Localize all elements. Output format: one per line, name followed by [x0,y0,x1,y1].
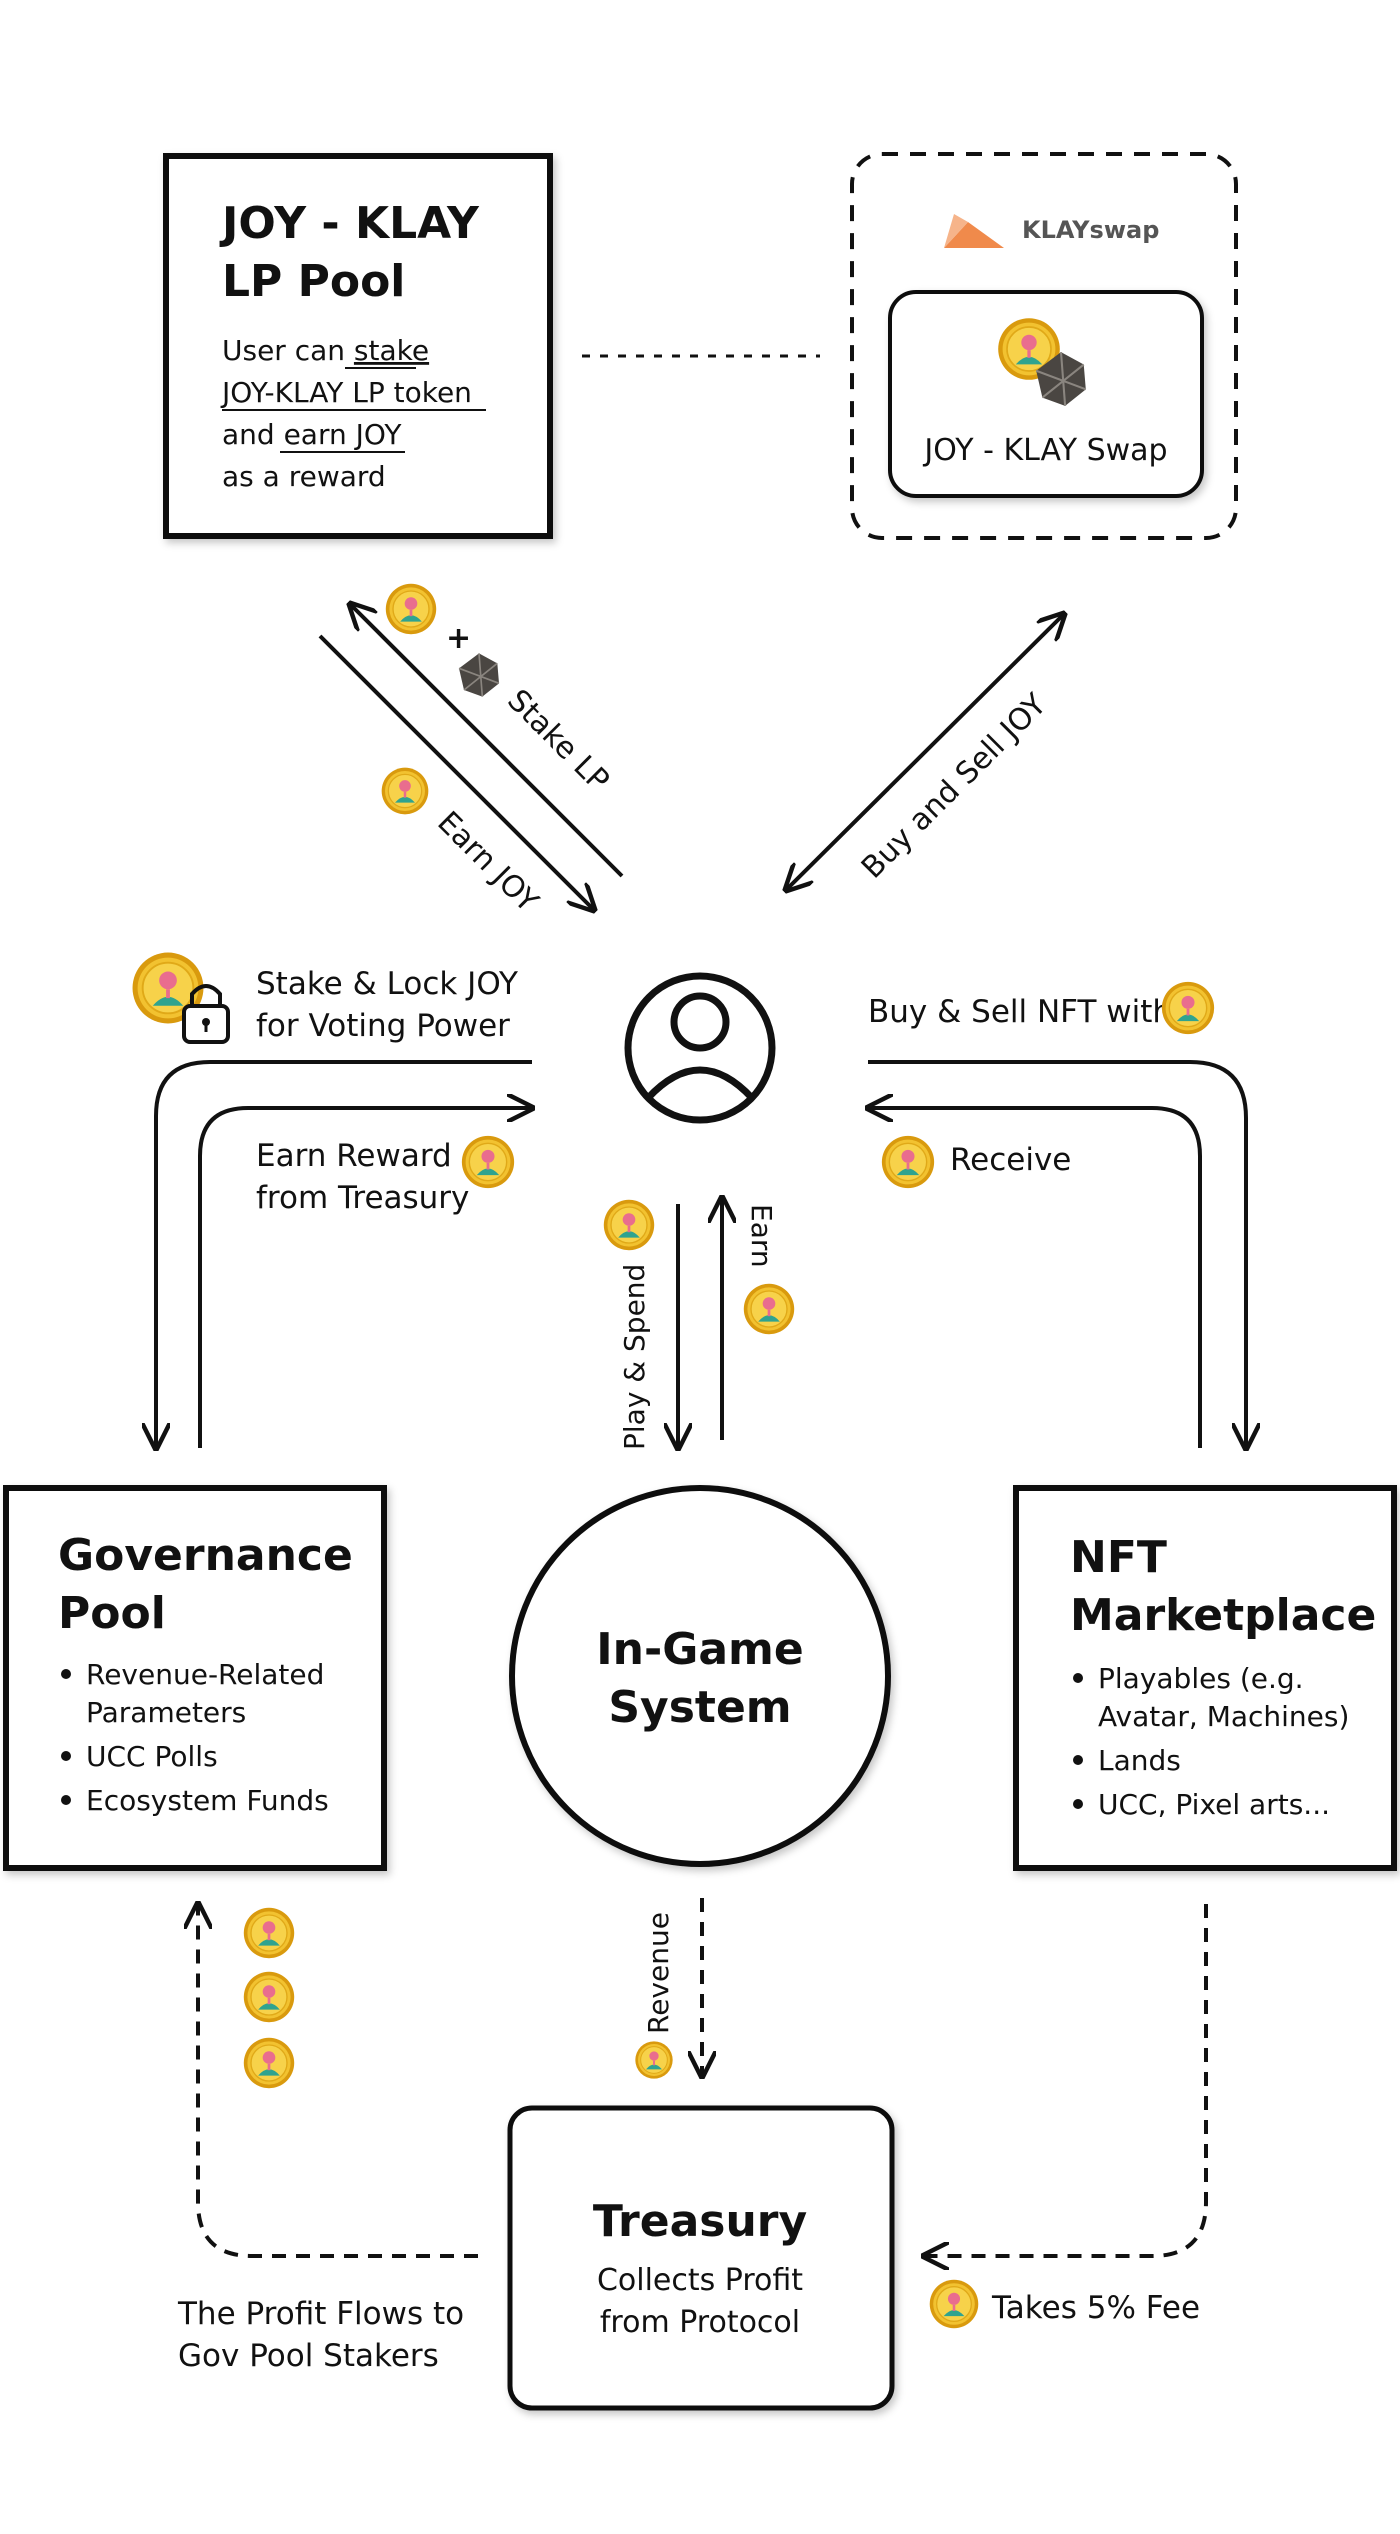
earn-joy-edge: Earn JOY [318,634,594,920]
stake-lock-edge: Stake & Lock JOY for Voting Power [130,950,532,1448]
nft-marketplace-box: NFT Marketplace Playables (e.g. Avatar, … [1013,1485,1397,1871]
governance-pool-box: Governance Pool Revenue-Related Paramete… [3,1485,387,1871]
in-game-system-node: In-Game System [509,1485,891,1867]
earn-joy-label: Earn JOY [430,805,545,920]
plus-sign: + [446,621,471,656]
play-spend-edge: Play & Spend [602,1198,678,1450]
joy-coin-icon [602,1198,656,1252]
stake-lock-label-line2: for Voting Power [256,1008,510,1044]
profit-flows-edge: The Profit Flows to Gov Pool Stakers [177,1904,478,2374]
takes-fee-label: Takes 5% Fee [991,2290,1200,2326]
joy-coin-icon [242,1906,296,1960]
treasury-title: Treasury [593,2196,807,2247]
nft-title-line1: NFT [1070,1532,1167,1583]
klayswap-logo-icon [944,214,1004,248]
earn-edge: Earn [722,1198,796,1440]
governance-bullet-continued: Parameters [86,1696,246,1729]
nft-bullet: UCC, Pixel arts... [1098,1788,1330,1821]
lp-pool-stake-link: stake [354,334,429,367]
stake-lp-edge: + Stake LP [350,582,624,878]
user-icon [624,972,776,1124]
lp-pool-earn-link: earn JOY [284,418,403,451]
joy-coin-icon [242,2036,296,2090]
lp-pool-box: JOY - KLAY LP Pool User can stake JOY-KL… [163,153,553,539]
stake-lp-label: Stake LP [500,683,615,798]
governance-bullet: Ecosystem Funds [86,1784,329,1817]
buy-sell-nft-edge: Buy & Sell NFT with [868,980,1246,1448]
earn-reward-label-line2: from Treasury [256,1180,469,1216]
profit-flows-label-line1: The Profit Flows to [177,2296,464,2332]
takes-fee-edge: Takes 5% Fee [924,1904,1208,2330]
lp-pool-desc-line4: as a reward [222,460,386,493]
lp-pool-desc-line3: and earn JOY [222,418,402,451]
joy-coin-icon [742,1282,796,1336]
klayswap-box: KLAYswap JOY - KLAY Swap [850,152,1238,540]
stake-lock-label-line1: Stake & Lock JOY [256,966,518,1002]
joy-klay-swap-label: JOY - KLAY Swap [922,433,1167,468]
joy-coin-icon [460,1134,516,1190]
joy-coin-icon [880,1134,936,1190]
earn-reward-label-line1: Earn Reward [256,1138,452,1174]
earn-reward-edge: Earn Reward from Treasury [198,1108,532,1448]
in-game-title-line2: System [608,1682,791,1733]
play-spend-label: Play & Spend [618,1264,651,1450]
klayswap-brand-label: KLAYswap [1022,216,1159,244]
receive-edge: Receive [868,1108,1202,1448]
in-game-title-line1: In-Game [596,1624,803,1675]
nft-bullet: Playables (e.g. [1098,1662,1304,1695]
treasury-desc-line1: Collects Profit [597,2263,803,2298]
buy-sell-joy-label: Buy and Sell JOY [855,687,1054,886]
governance-bullet: Revenue-Related [86,1658,324,1691]
receive-label: Receive [950,1142,1071,1178]
revenue-edge: Revenue [634,1898,702,2080]
treasury-desc-line2: from Protocol [600,2305,800,2340]
lp-pool-title-line2: LP Pool [222,256,405,307]
klay-token-icon [458,652,500,698]
joy-coin-icon [928,2278,980,2330]
profit-flows-label-line2: Gov Pool Stakers [178,2338,439,2374]
treasury-box: Treasury Collects Profit from Protocol [507,2105,895,2411]
nft-title-line2: Marketplace [1070,1590,1376,1641]
lp-pool-title-line1: JOY - KLAY [219,198,480,249]
joy-coin-icon [1160,980,1216,1036]
earn-label: Earn [745,1204,778,1268]
revenue-label: Revenue [642,1912,675,2034]
lp-pool-desc-line2: JOY-KLAY LP token [220,376,472,409]
joy-coin-icon [384,582,438,636]
governance-title-line1: Governance [58,1530,353,1581]
governance-bullet: UCC Polls [86,1740,218,1773]
lock-icon [130,950,230,1044]
nft-bullet: Lands [1098,1744,1181,1777]
buy-sell-nft-label: Buy & Sell NFT with [868,994,1172,1030]
buy-sell-joy-edge: Buy and Sell JOY [786,614,1064,890]
joy-coin-icon [242,1970,296,2024]
nft-bullet-continued: Avatar, Machines) [1098,1700,1349,1733]
joy-coin-icon [634,2040,674,2080]
joy-coin-icon [380,766,430,816]
governance-title-line2: Pool [58,1588,166,1639]
lp-pool-desc-line1: User can stake [222,334,429,367]
